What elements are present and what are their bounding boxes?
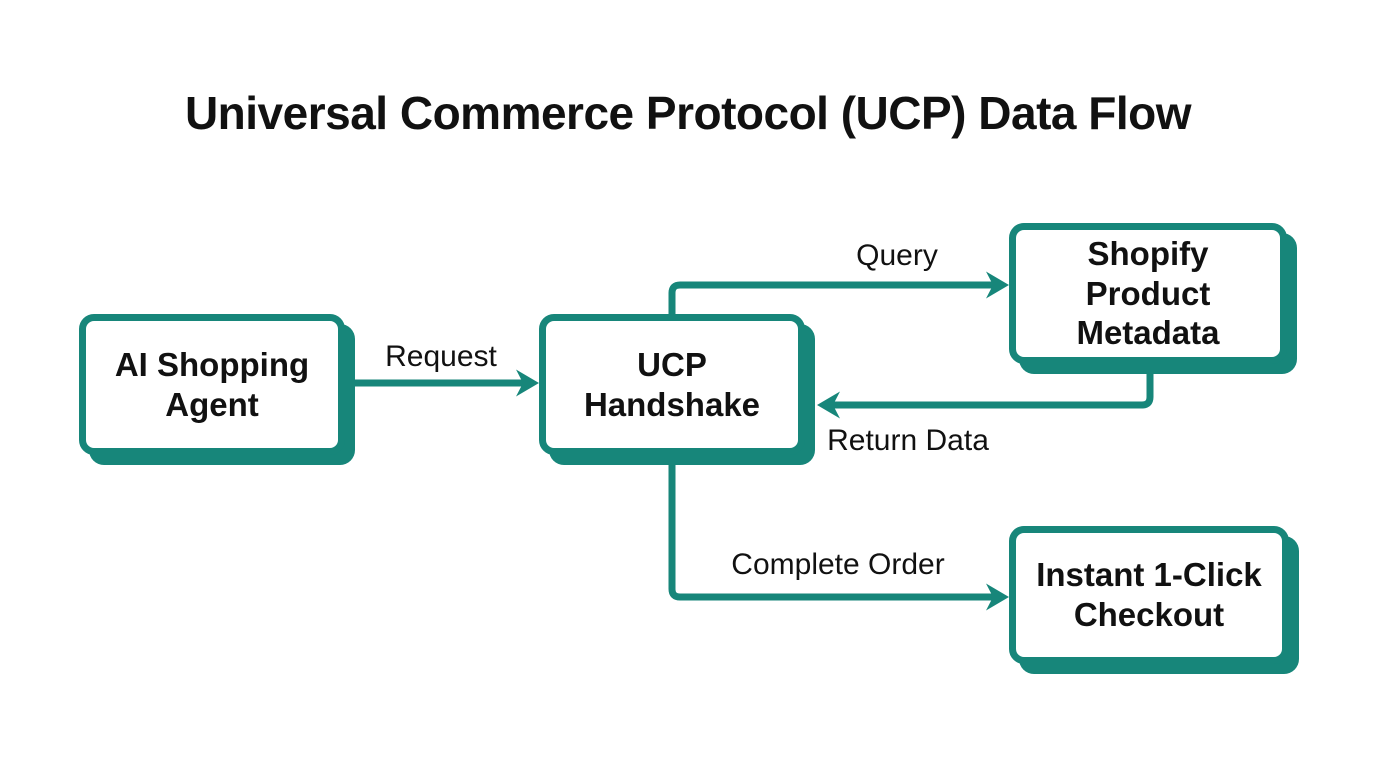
edge-label-query: Query <box>856 239 938 272</box>
diagram-title: Universal Commerce Protocol (UCP) Data F… <box>184 87 1192 139</box>
edge-query-line <box>668 281 994 320</box>
edge-complete-order-line <box>668 450 994 601</box>
edge-label-request: Request <box>385 340 497 373</box>
node-ai-shopping-agent: AI Shopping Agent <box>79 314 345 455</box>
node-shopify-product-metadata-label: Shopify Product Metadata <box>1076 235 1220 352</box>
arrowhead-complete-order-icon <box>986 583 1009 611</box>
node-shopify-product-metadata: Shopify Product Metadata <box>1009 223 1287 364</box>
edge-label-complete-order: Complete Order <box>731 548 945 581</box>
edge-return-data-line <box>832 368 1154 409</box>
arrowhead-request-icon <box>516 369 539 397</box>
node-ucp-handshake: UCP Handshake <box>539 314 805 455</box>
node-instant-1-click-checkout: Instant 1-Click Checkout <box>1009 526 1289 664</box>
edge-label-return-data: Return Data <box>827 424 989 457</box>
arrowhead-return-data-icon <box>817 391 840 419</box>
node-ucp-handshake-label: UCP Handshake <box>583 345 761 423</box>
node-instant-1-click-checkout-label: Instant 1-Click Checkout <box>1036 556 1262 633</box>
arrowhead-query-icon <box>986 271 1009 299</box>
node-ai-shopping-agent-label: AI Shopping Agent <box>114 345 310 423</box>
